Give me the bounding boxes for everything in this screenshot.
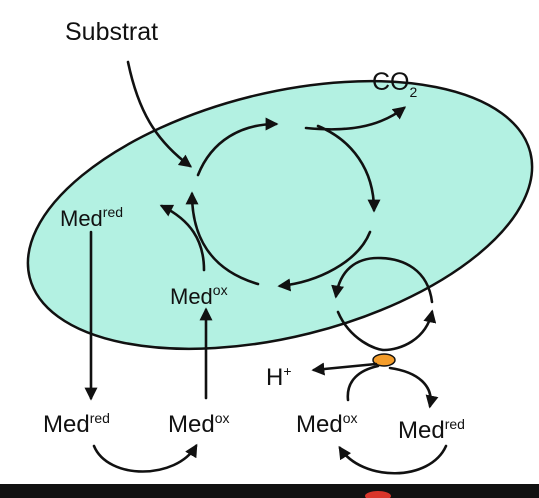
- cycle-arrow-co2: [304, 106, 407, 131]
- co2-label: CO2: [372, 68, 418, 100]
- cycle-arrow-right: [316, 124, 381, 213]
- med-ox-cell-label: Medox: [170, 282, 228, 309]
- inner-cycle-arrow-top: [331, 256, 434, 304]
- med-red-bottom-right-label: Medred: [398, 416, 465, 444]
- cycle-arrow-bottom-right: [277, 230, 372, 292]
- substrat-label: Substrat: [65, 18, 158, 46]
- cell-ellipse: [26, 79, 534, 351]
- med-ox-to-contact-arrow: [346, 364, 380, 402]
- inner-cycle-arrow-bottom: [336, 309, 437, 352]
- electrode-left-arc: [92, 443, 198, 473]
- med-red-bottom-left-label: Medred: [43, 410, 110, 438]
- h-plus-arrow: [311, 362, 378, 376]
- electrode-mark: [365, 491, 391, 498]
- substrate-arrow: [126, 60, 193, 168]
- med-ox-bottom-right-label: Medox: [296, 410, 357, 438]
- cycle-arrow-bottom-left: [185, 191, 260, 286]
- electrode-bar: [0, 484, 539, 498]
- electrode-right-arc: [338, 444, 448, 475]
- med-ox-to-red-arrow: [159, 204, 206, 272]
- contact-to-med-red-arrow: [388, 366, 439, 409]
- med-ox-bottom-left-label: Medox: [168, 410, 229, 438]
- med-red-cell-label: Medred: [60, 204, 123, 231]
- membrane-contact-site: [372, 353, 396, 367]
- cycle-arrow-top: [196, 117, 279, 177]
- h-plus-label: H+: [266, 363, 292, 391]
